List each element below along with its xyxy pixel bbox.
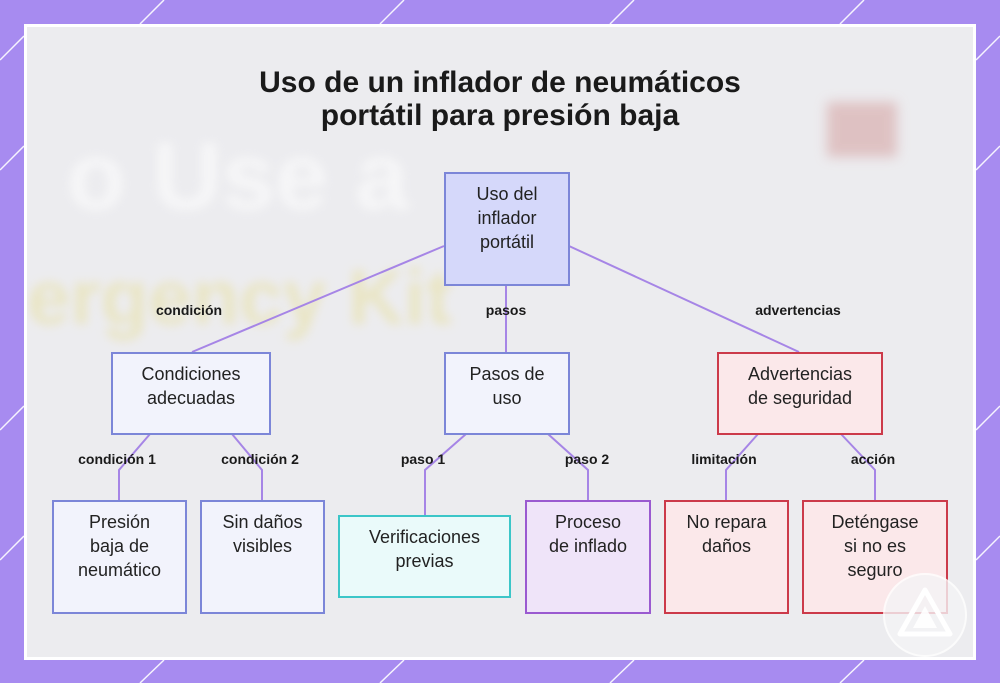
diagram-title: Uso de un inflador de neumáticos portáti… <box>0 66 1000 132</box>
edge-label-limitation: limitación <box>691 451 757 467</box>
node-no-damage-line-1: Sin daños <box>222 512 303 532</box>
edge-label-step-1: paso 1 <box>400 451 446 467</box>
node-checks-line-2: previas <box>395 551 454 571</box>
edge-steps-inflating <box>547 433 589 500</box>
edge-warnings-stop <box>840 433 876 500</box>
node-steps: Pasos de uso <box>444 352 570 435</box>
node-root-line-3: portátil <box>479 232 535 252</box>
node-low-pressure-line-1: Presión <box>88 512 151 532</box>
node-low-pressure-line-2: baja de <box>89 536 150 556</box>
title-line-2: portátil para presión baja <box>320 99 680 132</box>
node-steps-line-2: uso <box>492 388 522 408</box>
node-inflating: Proceso de inflado <box>525 500 651 614</box>
node-inflating-line-2: de inflado <box>548 536 628 556</box>
background-shape <box>827 102 897 157</box>
node-stop: Deténgase si no es seguro <box>802 500 948 614</box>
node-conditions-line-2: adecuadas <box>146 388 236 408</box>
node-no-repair: No repara daños <box>664 500 789 614</box>
edge-label-condition-2: condición 2 <box>221 451 299 467</box>
edge-label-step-2: paso 2 <box>564 451 610 467</box>
edge-steps-checks <box>424 433 467 515</box>
node-stop-line-2: si no es <box>843 536 907 556</box>
edge-warnings-norepair <box>725 433 759 500</box>
node-checks: Verificaciones previas <box>338 515 511 598</box>
node-conditions-line-1: Condiciones <box>141 364 241 384</box>
node-low-pressure: Presión baja de neumático <box>52 500 187 614</box>
node-conditions: Condiciones adecuadas <box>111 352 271 435</box>
node-root: Uso del inflador portátil <box>444 172 570 286</box>
node-warnings-line-1: Advertencias <box>747 364 853 384</box>
edge-root-conditions <box>191 245 445 353</box>
node-no-repair-line-1: No repara <box>686 512 767 532</box>
node-low-pressure-line-3: neumático <box>77 560 162 580</box>
node-no-damage-line-2: visibles <box>232 536 293 556</box>
edge-conditions-lowpressure <box>118 433 151 500</box>
node-no-repair-line-2: daños <box>701 536 752 556</box>
node-steps-line-1: Pasos de <box>469 364 545 384</box>
edge-root-warnings <box>568 245 800 353</box>
edge-label-action: acción <box>850 451 896 467</box>
edge-label-steps: pasos <box>485 302 527 318</box>
node-stop-line-1: Deténgase <box>831 512 919 532</box>
node-no-damage: Sin daños visibles <box>200 500 325 614</box>
title-line-1: Uso de un inflador de neumáticos <box>259 66 741 99</box>
node-warnings-line-2: de seguridad <box>747 388 853 408</box>
node-stop-line-3: seguro <box>847 560 903 580</box>
node-checks-line-1: Verificaciones <box>368 527 481 547</box>
edge-label-condition-1: condición 1 <box>78 451 156 467</box>
warning-triangle-icon <box>883 573 967 657</box>
edge-label-condition: condición <box>155 302 223 318</box>
node-root-line-1: Uso del <box>476 184 538 204</box>
edge-conditions-nodamage <box>231 433 263 500</box>
node-inflating-line-1: Proceso <box>554 512 622 532</box>
edge-label-warnings: advertencias <box>755 302 841 318</box>
node-root-line-2: inflador <box>477 208 537 228</box>
node-warnings: Advertencias de seguridad <box>717 352 883 435</box>
